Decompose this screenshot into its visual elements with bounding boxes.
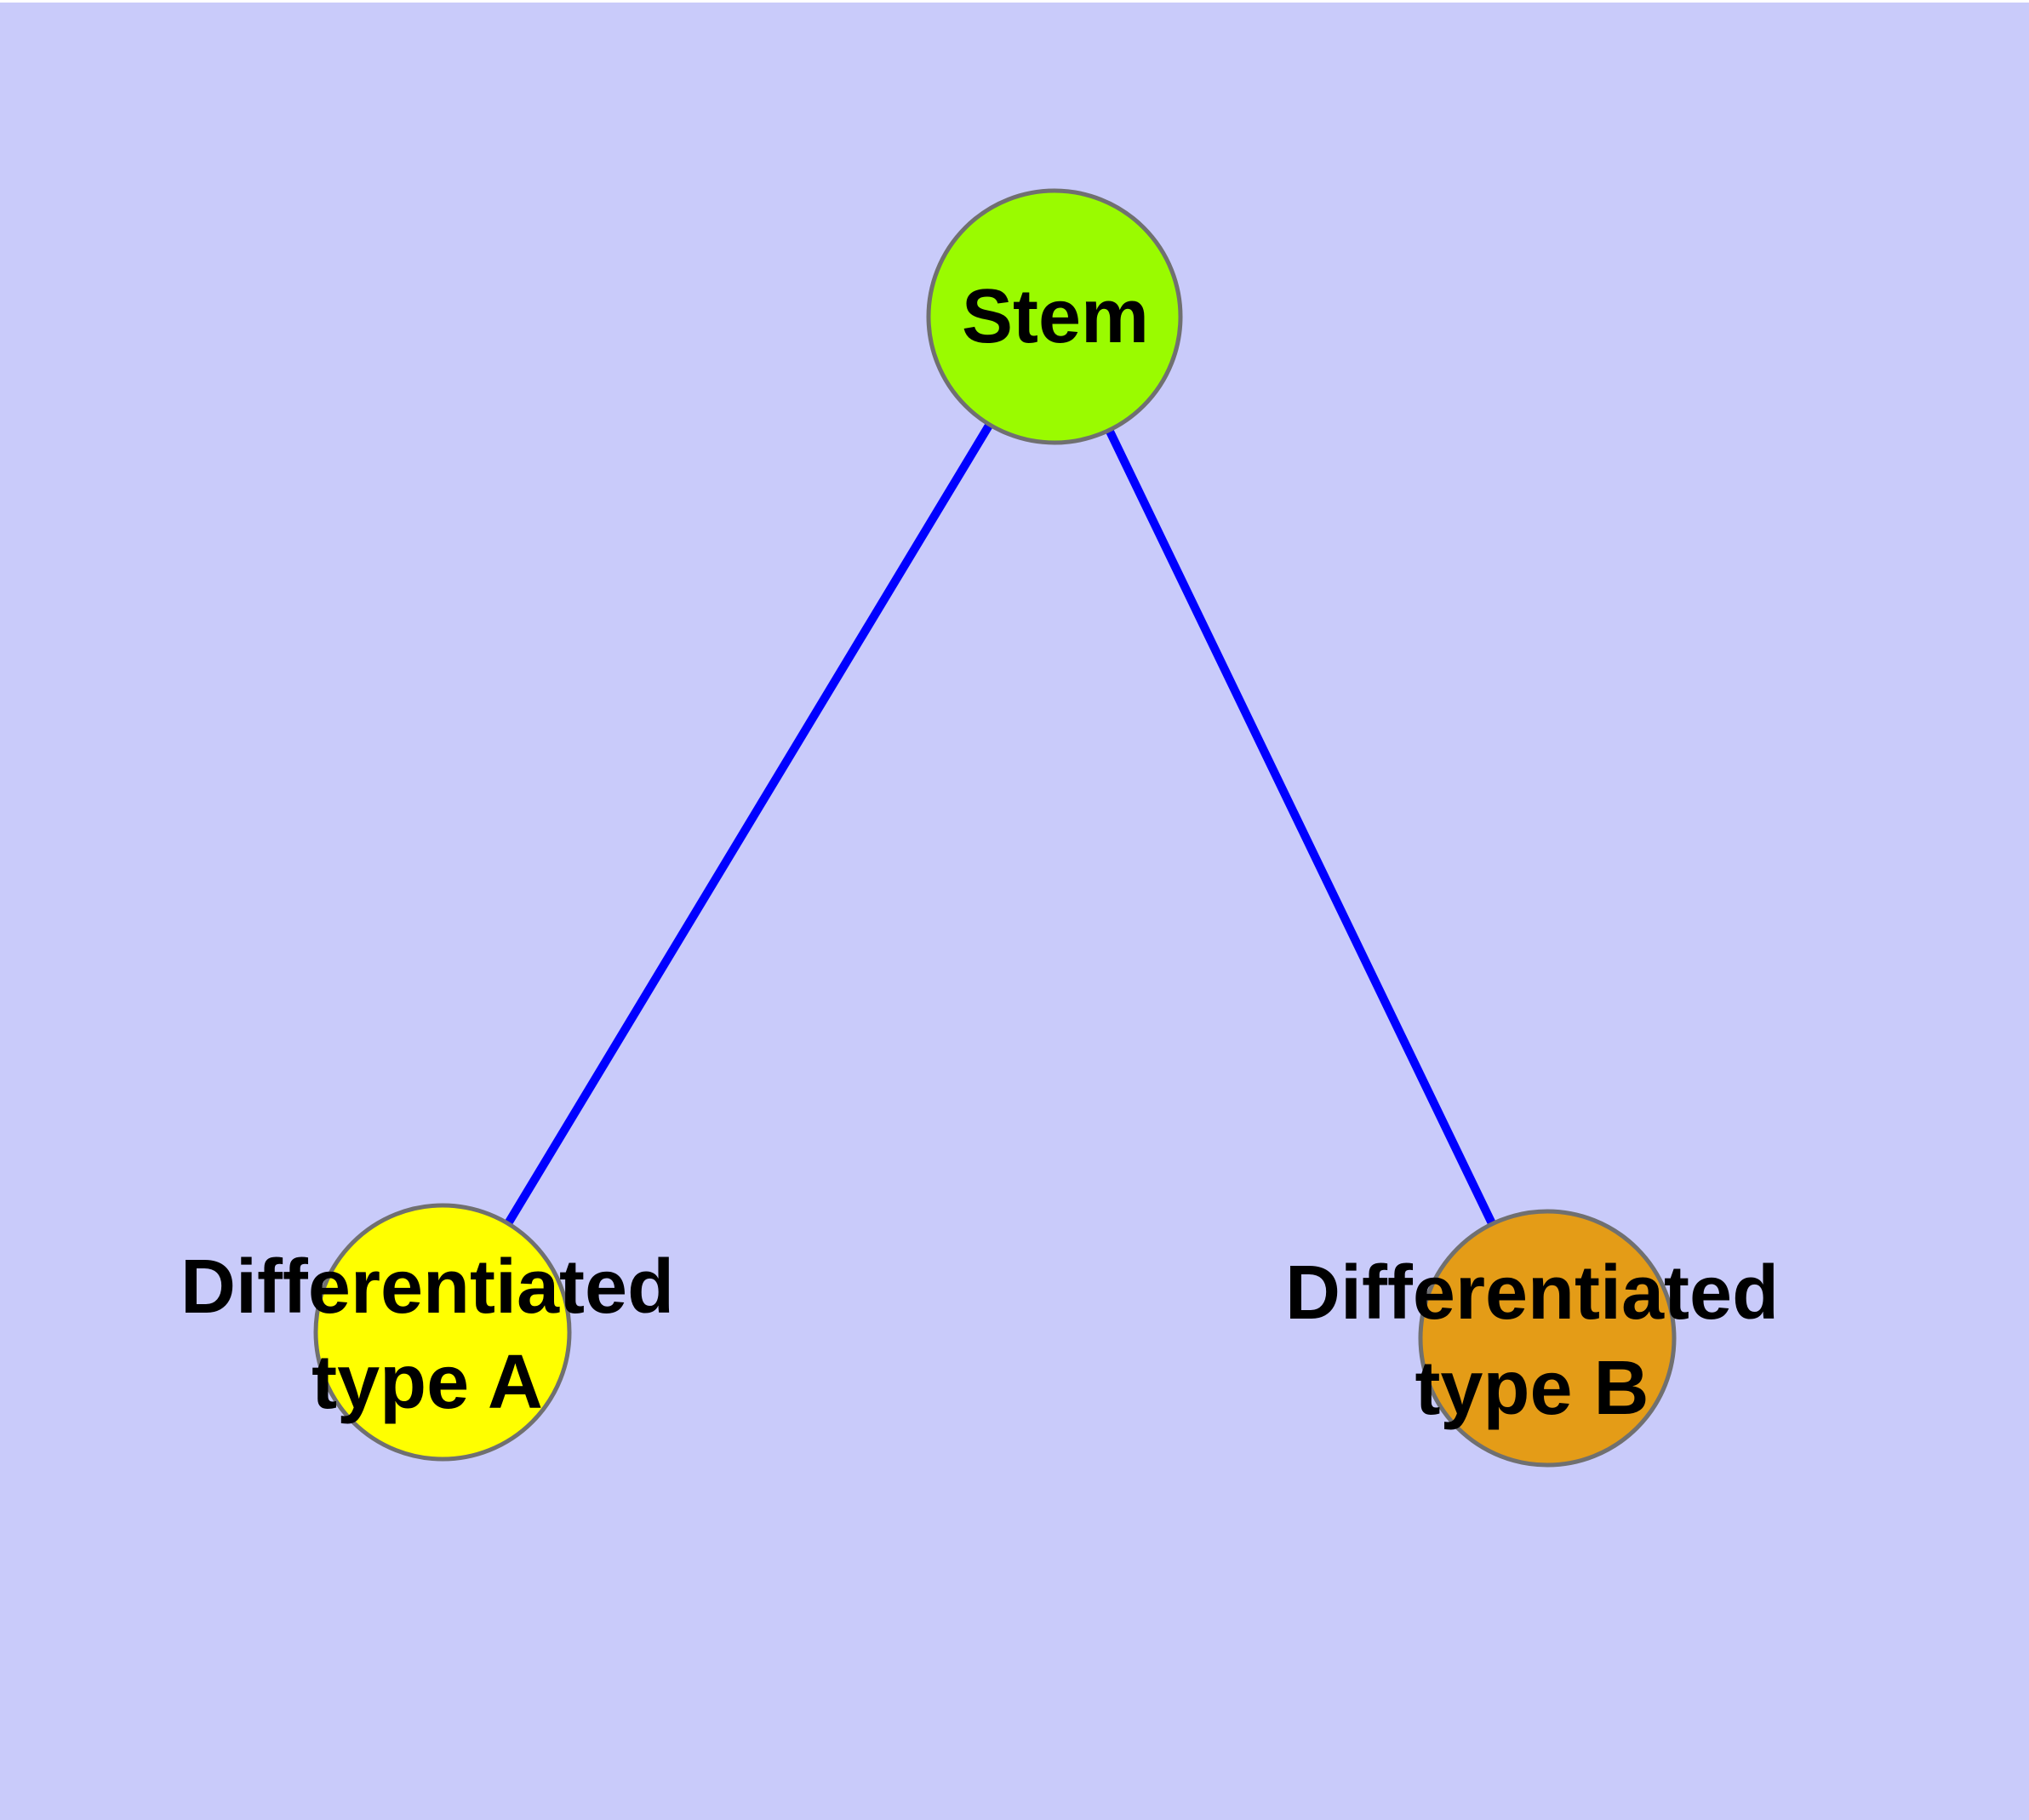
node-differentiated-type-b-label: Differentiated type B xyxy=(1284,1251,1780,1431)
node-stem-label: Stem xyxy=(961,274,1150,359)
node-differentiated-type-a-label: Differentiated type A xyxy=(180,1245,675,1425)
node-differentiated-type-a-circle xyxy=(313,1203,572,1462)
edge-stem-to-type-b xyxy=(1050,314,1552,1341)
node-stem-circle xyxy=(926,188,1183,445)
edge-stem-to-type-a xyxy=(438,314,1059,1335)
node-differentiated-type-b-circle xyxy=(1418,1209,1677,1468)
top-margin-strip xyxy=(0,0,2029,3)
